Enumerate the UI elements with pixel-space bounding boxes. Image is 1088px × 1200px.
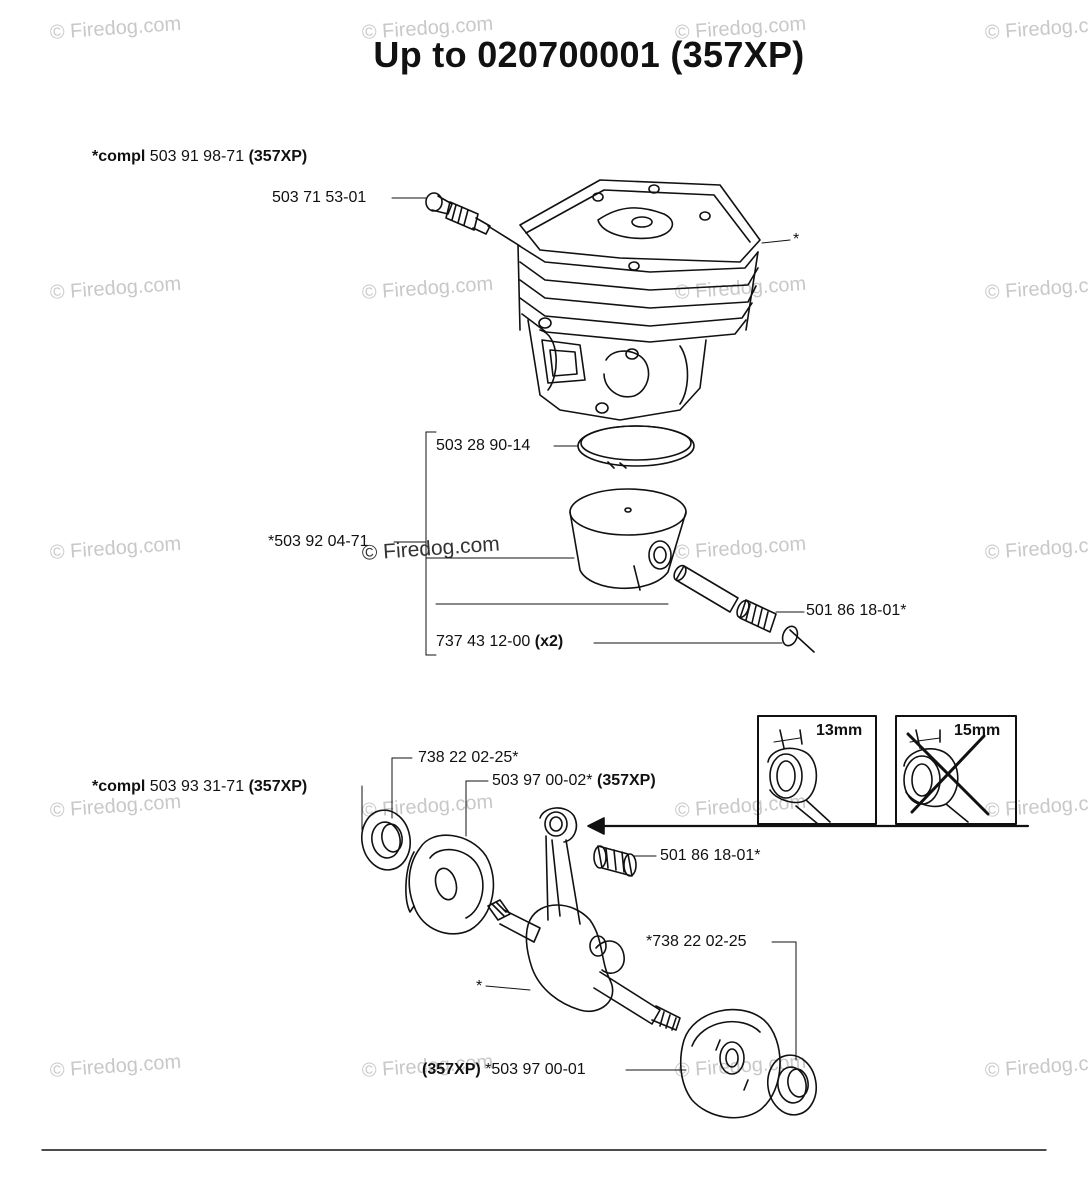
- needle-bearing-crank-part-number: 501 86 18-01*: [660, 847, 761, 864]
- crankshaft-marker: *: [476, 978, 483, 995]
- inset-ok: [757, 715, 877, 825]
- piston-ring-drawing: [577, 425, 695, 469]
- leader-lines-crank: [361, 757, 797, 1071]
- main-bearing-bottom-drawing: [766, 1054, 818, 1116]
- crank-half-top-drawing: [405, 834, 495, 935]
- needle-bearing-part-number: 501 86 18-01*: [806, 602, 907, 619]
- crank-half-bottom-drawing: [679, 1008, 781, 1119]
- main-bearing-top-drawing: [360, 809, 412, 871]
- decompression-valve-part-number: 503 71 53-01: [272, 189, 367, 206]
- main-bearing-top-part-number: 738 22 02-25*: [418, 749, 519, 766]
- cylinder-marker: *: [793, 231, 800, 248]
- crank-half-top-part-number: 503 97 00-02* (357XP): [492, 772, 656, 789]
- connecting-rod-drawing: [539, 807, 581, 925]
- cylinder-drawing: [517, 179, 761, 421]
- piston-drawing: [569, 488, 687, 591]
- page-title: Up to 020700001 (357XP): [373, 34, 805, 75]
- inset-not-ok: [895, 715, 1017, 825]
- decompression-valve-drawing: [425, 192, 521, 247]
- main-bearing-bottom-part-number: *738 22 02-25: [646, 933, 747, 950]
- crankshaft-drawing: [487, 899, 681, 1031]
- crank-half-bottom-part-number: (357XP) *503 97 00-01: [422, 1061, 586, 1078]
- piston-ring-part-number: 503 28 90-14: [436, 437, 531, 454]
- piston-pin-drawing: [673, 564, 739, 613]
- cylinder-compl-label: *compl 503 91 98-71 (357XP): [92, 148, 308, 165]
- crank-compl-label: *compl 503 93 31-71 (357XP): [92, 778, 308, 795]
- circlip-drawing: [781, 625, 815, 653]
- needle-bearing-crank-drawing: [593, 845, 637, 877]
- needle-bearing-drawing: [736, 599, 777, 633]
- circlip-part-number: 737 43 12-00 (x2): [436, 633, 564, 650]
- leader-lines-top: [391, 197, 805, 656]
- not-ok-width-label: 15mm: [954, 722, 1001, 739]
- piston-part-number: *503 92 04-71: [268, 533, 369, 550]
- ok-width-label: 13mm: [816, 722, 863, 739]
- indicator-arrow: [587, 817, 1030, 835]
